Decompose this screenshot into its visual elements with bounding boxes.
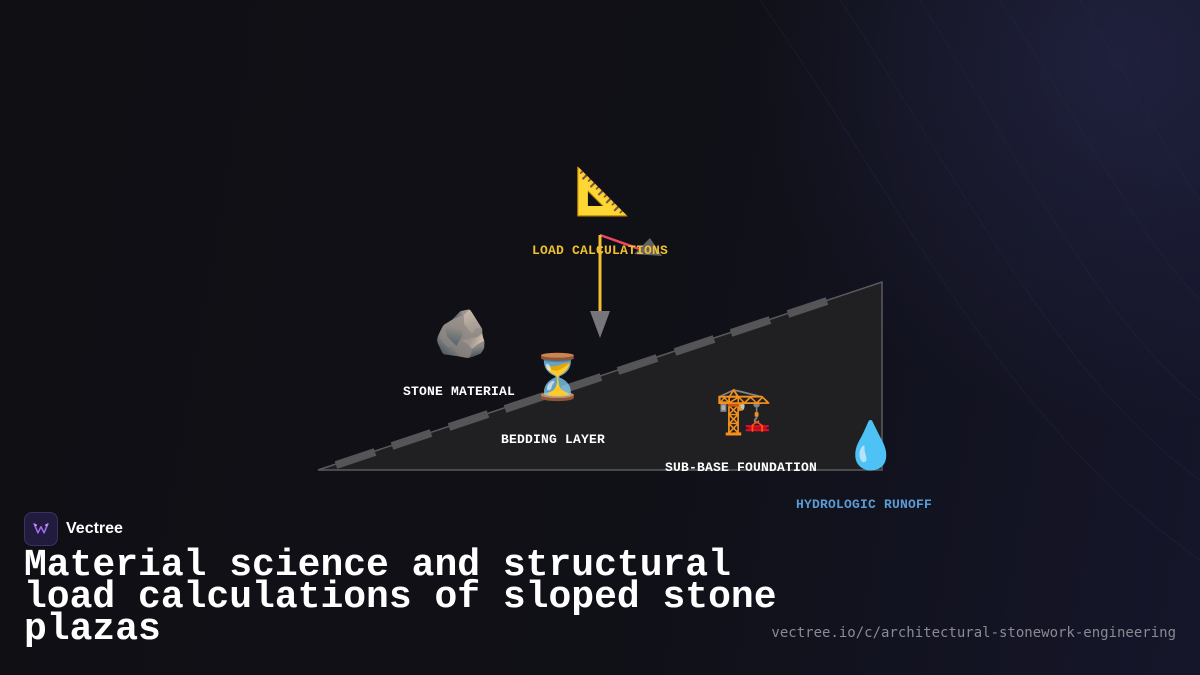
brand-name: Vectree [66, 520, 123, 537]
load-arrow-head-icon [590, 311, 610, 338]
vectree-logo-icon [24, 512, 58, 546]
vectree-logo-mark [33, 522, 49, 534]
paver [673, 335, 716, 356]
sub-base-foundation-label: SUB-BASE FOUNDATION [664, 460, 818, 475]
triangular-ruler-icon: 📐 [574, 164, 632, 218]
paver [786, 297, 829, 318]
page-title: Material science and structural load cal… [24, 544, 777, 651]
source-url[interactable]: vectree.io/c/architectural-stonework-eng… [771, 625, 1176, 641]
paver [616, 354, 659, 375]
paver [503, 392, 546, 413]
rock-icon: 🪨 [433, 306, 491, 360]
paver [729, 316, 772, 337]
hydrologic-runoff-label: HYDROLOGIC RUNOFF [795, 497, 933, 512]
water-droplet-icon: 💧 [842, 418, 900, 472]
hourglass-icon: ⏳ [530, 352, 585, 403]
bedding-layer-label: BEDDING LAYER [500, 432, 606, 447]
paver [560, 373, 603, 394]
stone-material-label: STONE MATERIAL [402, 384, 516, 399]
brand: Vectree [24, 512, 123, 546]
paver-row [334, 297, 829, 469]
load-calculations-label: LOAD CALCULATIONS [531, 243, 669, 258]
paver [390, 429, 433, 450]
paver [334, 448, 377, 469]
construction-crane-icon: 🏗️ [715, 383, 773, 437]
moment-arm-head-icon [634, 238, 662, 256]
paver [447, 410, 490, 431]
